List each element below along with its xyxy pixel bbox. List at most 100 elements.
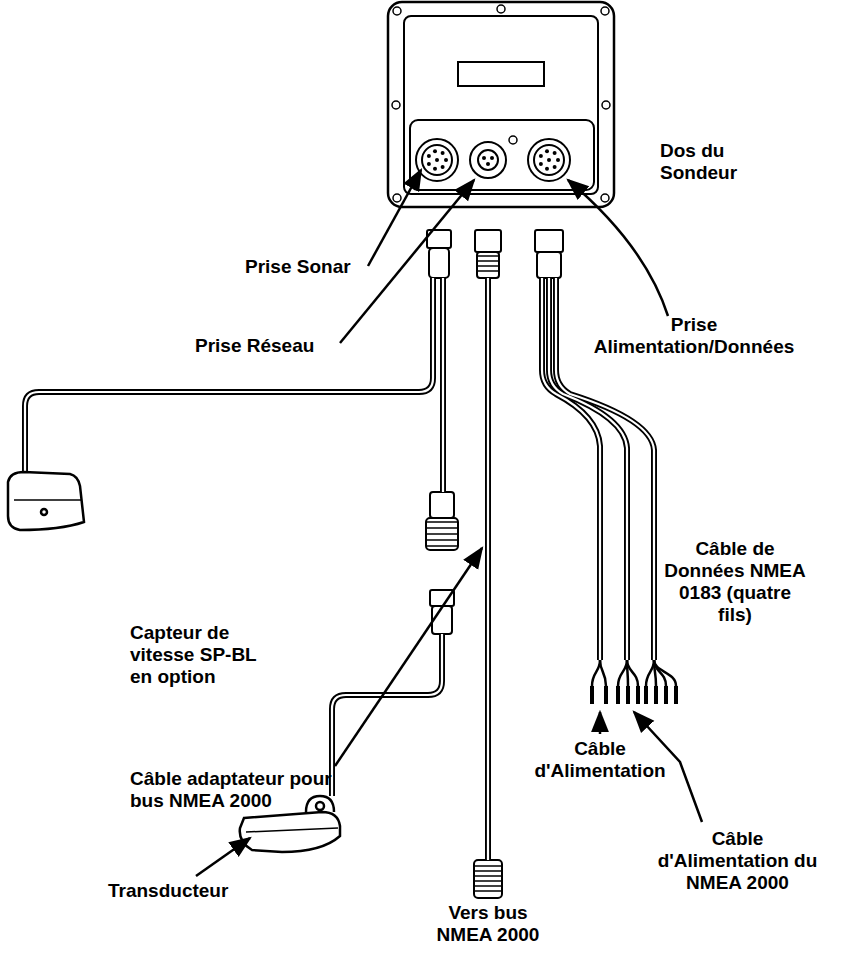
knurl-rib [477, 270, 499, 272]
callout-label: Câble d'Alimentation [520, 738, 680, 782]
socket-pin [539, 154, 543, 158]
sounder-housing [509, 136, 517, 144]
cable-plugs [474, 860, 502, 898]
wire-tip [590, 686, 594, 704]
socket-pin [444, 158, 448, 162]
cable-plugs [426, 518, 458, 550]
cable [556, 278, 654, 660]
cable-plugs [477, 252, 499, 278]
socket-pin [482, 156, 486, 160]
socket-pin [553, 165, 557, 169]
speed-sensor [8, 472, 84, 530]
port-sockets [416, 139, 570, 181]
cable-plugs [432, 606, 452, 634]
cable-core [25, 278, 433, 472]
leader-arrow [599, 712, 602, 734]
socket-pin [427, 154, 431, 158]
port-sockets [422, 145, 452, 175]
leader-arrow [196, 838, 250, 876]
knurl-rib [426, 545, 458, 547]
port-sockets [416, 139, 458, 181]
sounder-housing [404, 16, 598, 194]
cable-plugs [535, 230, 563, 252]
port-sockets [528, 139, 570, 181]
knurl-rib [426, 533, 458, 535]
sounder-housing [602, 101, 610, 109]
wire-ends [592, 660, 676, 704]
wire-tip [654, 686, 658, 704]
socket-pin [435, 158, 439, 162]
wire [654, 660, 676, 686]
knurl-rib [474, 885, 502, 887]
port-sockets [534, 145, 564, 175]
cable-core [487, 278, 489, 860]
cable [332, 634, 442, 796]
socket-pin [545, 167, 549, 171]
wire-tip [616, 686, 620, 704]
callout-label: Câble d'Alimentation du NMEA 2000 [645, 828, 830, 894]
leader-arrow [368, 170, 421, 266]
cable-plugs [430, 492, 454, 518]
sounder-housing [393, 7, 401, 15]
sounder-housing [458, 62, 544, 86]
wire [646, 660, 654, 686]
socket-pin [553, 151, 557, 155]
wire [627, 660, 638, 686]
callout-label: Câble de Données NMEA 0183 (quatre fils) [664, 538, 806, 625]
socket-pin [441, 165, 445, 169]
callout-label: Prise Sonar [245, 256, 351, 278]
cable [549, 278, 627, 660]
socket-pin [433, 167, 437, 171]
cable [485, 278, 491, 860]
knurl-rib [474, 890, 502, 892]
sounder-housing [388, 2, 614, 207]
cable-core [442, 278, 444, 492]
socket-pin [490, 156, 494, 160]
callout-label: Câble adaptateur pour bus NMEA 2000 [130, 768, 335, 812]
cable-core [332, 634, 442, 796]
socket-pin [545, 149, 549, 153]
sounder-housing [393, 194, 401, 202]
wire-tip [636, 686, 640, 704]
knurl-rib [474, 870, 502, 872]
sounder-housing [497, 5, 505, 13]
wire-tip [604, 686, 608, 704]
knurl-rib [426, 521, 458, 523]
wire [618, 660, 627, 686]
transducer [240, 812, 340, 852]
callout-label: Prise Réseau [195, 335, 314, 357]
callout-label: Dos du Sondeur [660, 140, 775, 184]
cable-plugs [430, 590, 454, 606]
socket-pin [547, 158, 551, 162]
callout-label: Capteur de vitesse SP-BL en option [130, 622, 280, 688]
socket-pin [441, 151, 445, 155]
socket-pin [486, 162, 490, 166]
transducer [306, 796, 334, 812]
socket-pin [539, 162, 543, 166]
cable-core [542, 278, 600, 660]
socket-pin [427, 162, 431, 166]
knurl-rib [477, 255, 499, 257]
leader-arrow [335, 548, 482, 766]
sounder-housing [601, 7, 609, 15]
cable-core [556, 278, 654, 660]
knurl-rib [474, 875, 502, 877]
leader-arrow [340, 180, 474, 343]
leader-arrow [568, 180, 668, 316]
wire-tip [674, 686, 678, 704]
wire-tip [626, 686, 630, 704]
wire-tip [664, 686, 668, 704]
speed-sensor [14, 499, 82, 501]
socket-pin [556, 158, 560, 162]
sounder-housing [601, 194, 609, 202]
knurl-rib [474, 865, 502, 867]
knurl-rib [474, 880, 502, 882]
transducer [246, 828, 338, 832]
socket-pin [433, 149, 437, 153]
knurl-rib [477, 265, 499, 267]
knurl-rib [426, 527, 458, 529]
sounder-housing [388, 2, 614, 207]
cable-plugs [429, 248, 449, 278]
knurl-rib [426, 539, 458, 541]
